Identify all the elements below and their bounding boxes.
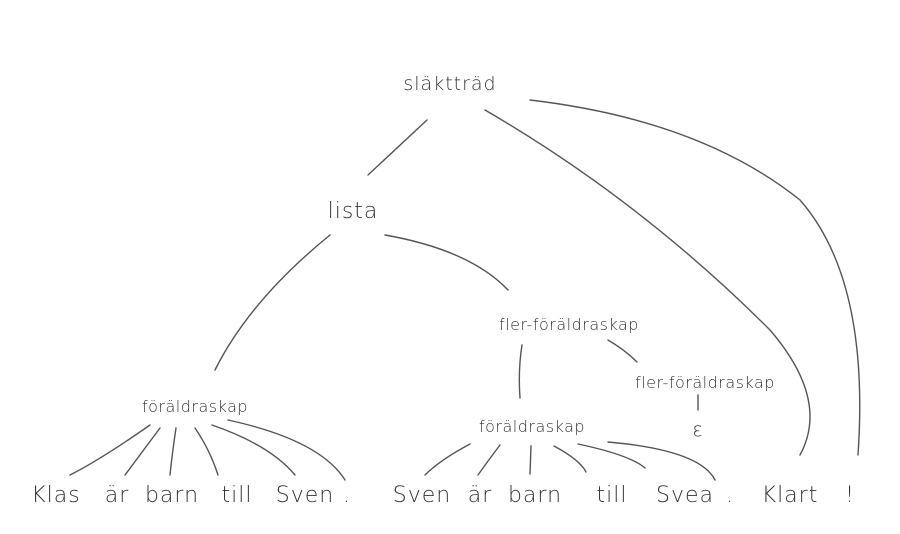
edge [211,424,296,476]
leaf-token: ! [845,483,855,508]
edge [424,443,471,476]
leaves: Klas är barn till Sven . Sven är barn ti… [31,483,855,508]
leaf-token: Klas [31,483,80,508]
edge [518,344,523,399]
edges [69,99,861,481]
edge [607,441,716,481]
leaf-token: till [222,483,253,508]
leaf-token: är [468,483,493,508]
edge [69,424,151,476]
leaf-token: . [343,483,351,508]
node-lista: lista [328,199,379,224]
node-foraldraskap: föräldraskap [142,397,248,416]
edge [553,445,587,473]
node-fler-foraldraskap: fler-föräldraskap [635,373,775,392]
leaf-token: är [105,483,130,508]
edge [227,419,346,481]
edge [529,445,532,475]
edge [607,339,638,363]
edge [214,234,331,371]
leaf-token: Sven [393,483,451,508]
edge [169,427,177,476]
leaf-token: Klart [762,483,819,508]
leaf-token: Svea [656,483,714,508]
node-root: släktträd [403,73,496,95]
edge [124,427,161,476]
leaf-token: till [597,483,628,508]
edge [477,444,501,476]
edge [194,427,219,476]
node-epsilon: ε [692,419,703,441]
edge [367,119,428,176]
node-foraldraskap: föräldraskap [479,417,585,436]
edge [384,234,509,291]
edge [529,99,861,456]
leaf-token: barn [145,483,199,508]
leaf-token: barn [508,483,562,508]
edge [577,443,646,469]
leaf-token: . [726,483,734,508]
nodes: släktträd lista fler-föräldraskap föräld… [142,73,775,441]
leaf-token: Sven [276,483,334,508]
node-fler-foraldraskap: fler-föräldraskap [499,315,639,334]
edge [484,109,811,456]
